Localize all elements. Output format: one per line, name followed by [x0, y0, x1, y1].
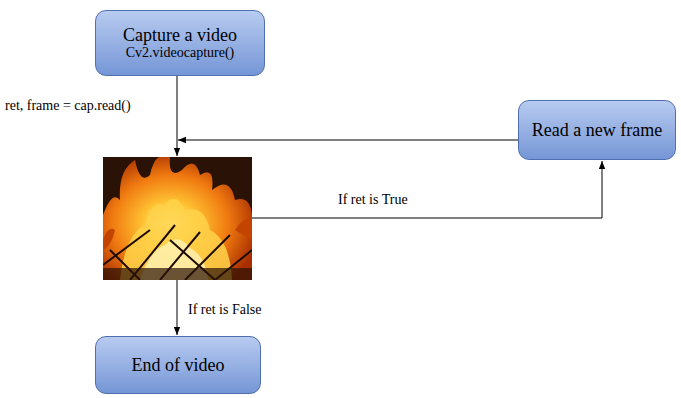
flow-arrow	[178, 140, 518, 141]
box-title: End of video	[132, 355, 225, 376]
flow-arrow	[177, 76, 178, 156]
box-subtitle: Cv2.videocapture()	[126, 45, 234, 61]
condition-label: If ret is True	[338, 192, 408, 207]
process-box: End of video	[95, 336, 261, 394]
fire-photo	[103, 157, 252, 280]
process-box: Read a new frame	[518, 100, 676, 160]
flow-arrow	[252, 161, 602, 218]
flow-label: ret, frame = cap.read()	[5, 96, 131, 114]
flow-arrow	[177, 280, 178, 335]
condition-label: If ret is False	[188, 302, 261, 317]
condition-label: ret, frame = cap.read()	[5, 98, 131, 113]
process-box: Capture a videoCv2.videocapture()	[95, 10, 265, 76]
flow-label: If ret is True	[338, 190, 408, 208]
box-title: Read a new frame	[532, 120, 662, 141]
box-title: Capture a video	[123, 25, 237, 46]
flow-label: If ret is False	[188, 300, 261, 318]
